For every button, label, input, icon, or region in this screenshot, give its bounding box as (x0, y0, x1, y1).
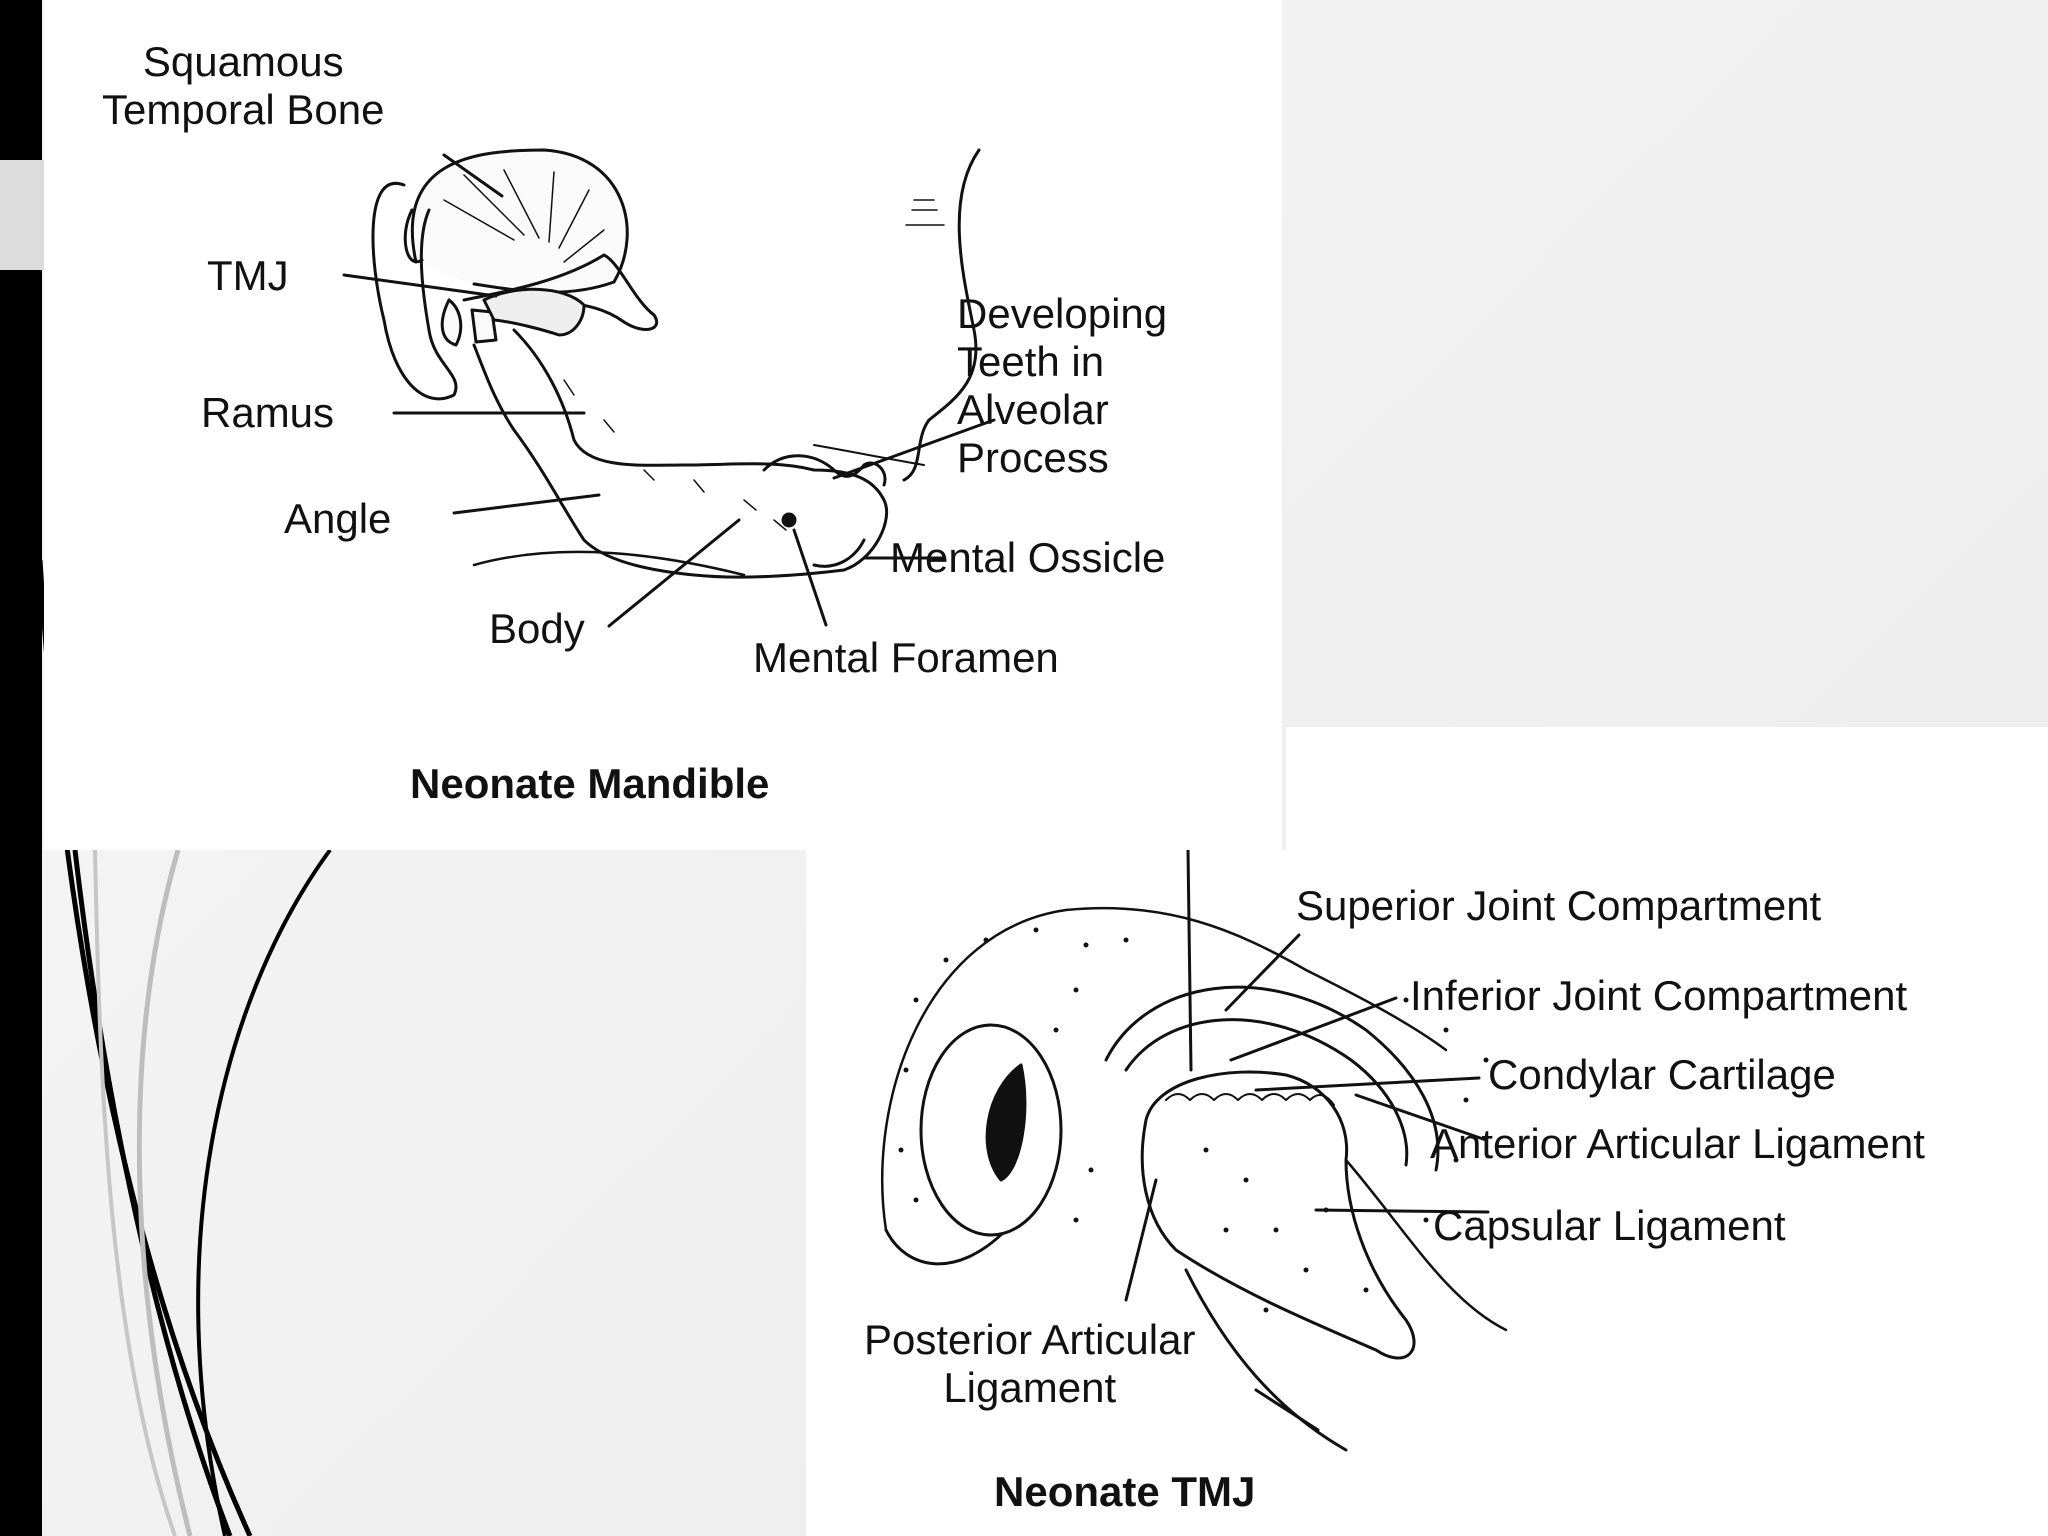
label-tmj: TMJ (207, 252, 289, 299)
label-mental-ossicle: Mental Ossicle (890, 534, 1166, 581)
label-anterior-articular-ligament: Anterior Articular Ligament (1430, 1120, 1925, 1167)
label-mental-foramen: Mental Foramen (753, 634, 1059, 681)
caption-neonate-tmj: Neonate TMJ (994, 1468, 1256, 1515)
label-superior-joint-compartment: Superior Joint Compartment (1296, 882, 1822, 929)
tmj-illustration (881, 850, 1508, 1452)
label-inferior-joint-compartment: Inferior Joint Compartment (1410, 972, 1908, 1019)
label-posterior-articular-ligament: Posterior Articular Ligament (864, 1316, 1196, 1411)
label-condylar-cartilage: Condylar Cartilage (1488, 1051, 1836, 1098)
tmj-figure-top-extension (1286, 727, 2048, 852)
label-angle: Angle (284, 495, 392, 542)
mandible-illustration (342, 148, 996, 628)
label-body: Body (489, 605, 585, 652)
mandible-figure: Squamous Temporal Bone TMJ Ramus Angle B… (44, 0, 1282, 850)
label-developing-teeth: Developing Teeth in Alveolar Process (957, 290, 1168, 481)
tmj-figure: Superior Joint Compartment Inferior Join… (806, 850, 2048, 1536)
left-accent-tab (0, 160, 46, 270)
label-capsular-ligament: Capsular Ligament (1433, 1202, 1786, 1249)
caption-neonate-mandible: Neonate Mandible (410, 760, 770, 807)
label-ramus: Ramus (201, 389, 335, 436)
label-squamous-temporal-bone: Squamous Temporal Bone (102, 38, 385, 133)
